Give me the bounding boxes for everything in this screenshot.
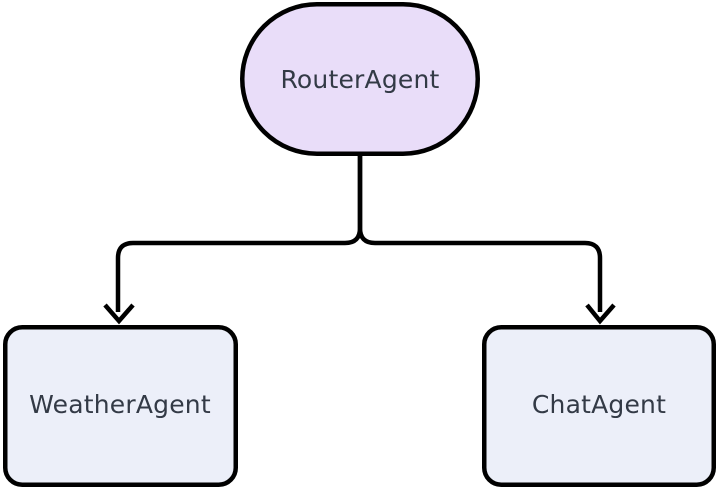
node-router-agent-label: RouterAgent — [280, 65, 439, 94]
arrowhead-weather-icon — [103, 303, 135, 325]
edge-group — [103, 156, 616, 325]
arrowhead-chat-icon — [585, 303, 616, 325]
edge-router-to-weather — [115, 156, 363, 312]
node-chat-agent-shape[interactable] — [482, 325, 716, 487]
node-weather-agent-label: WeatherAgent — [29, 390, 211, 419]
node-chat-agent-label: ChatAgent — [532, 390, 666, 419]
node-weather-agent-shape[interactable] — [3, 325, 238, 487]
edge-router-to-chat — [357, 156, 603, 312]
node-router-agent-shape[interactable] — [240, 2, 480, 156]
node-chat-agent[interactable]: ChatAgent — [482, 325, 716, 487]
node-router-agent[interactable]: RouterAgent — [240, 2, 480, 156]
node-weather-agent[interactable]: WeatherAgent — [3, 325, 238, 487]
